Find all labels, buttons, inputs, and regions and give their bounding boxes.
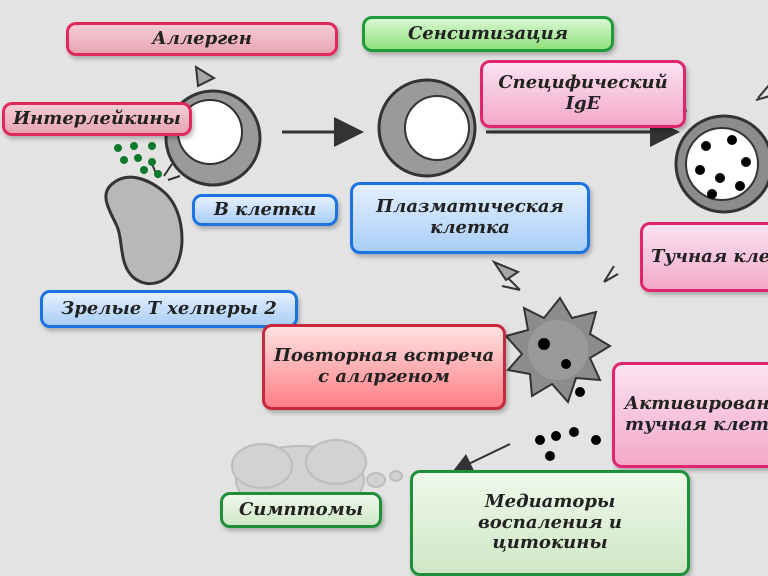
repeated-encounter-callout: Повторная встреча с аллргеном [262, 324, 506, 410]
plasma-cell [377, 78, 477, 178]
allergen-callout: Аллерген [66, 22, 338, 56]
mast-cell-callout: Тучная кле [640, 222, 768, 292]
mast-cell-label: Тучная кле [651, 245, 768, 267]
t-helper-cell [104, 175, 184, 285]
allergen-triangle [194, 65, 217, 88]
specific-ige-label: Специфический IgE [498, 72, 668, 114]
mediator-dots [535, 427, 601, 461]
mature-t-helpers-callout: Зрелые Т хелперы 2 [40, 290, 298, 328]
activated-mast-cell [491, 259, 619, 404]
interleukins-callout: Интерлейкины [2, 102, 192, 136]
b-cells-callout: В клетки [192, 194, 338, 226]
specific-ige-callout: Специфический IgE [480, 60, 686, 128]
sensitization-label: Сенситизация [407, 22, 569, 44]
symptoms-callout: Симптомы [220, 492, 382, 528]
allergen-label: Аллерген [152, 27, 252, 49]
repeated-encounter-label: Повторная встреча с аллргеном [273, 345, 495, 387]
b-cells-label: В клетки [213, 198, 317, 220]
activated-mast-cell-callout: Активирован тучная клет [612, 362, 768, 468]
plasma-cell-callout: Плазматическая клетка [350, 182, 590, 254]
interleukins-label: Интерлейкины [13, 107, 181, 129]
plasma-cell-label: Плазматическая клетка [376, 196, 564, 238]
interleukin-dots [114, 142, 162, 178]
mast-cell [671, 84, 768, 214]
mediators-label: Медиаторы воспаления и цитокины [477, 490, 623, 554]
mature-t-helpers-label: Зрелые Т хелперы 2 [61, 297, 277, 319]
activated-mast-cell-label: Активирован тучная клет [624, 393, 768, 435]
symptoms-label: Симптомы [238, 498, 364, 520]
arrow-mediators-to-symptoms [452, 443, 511, 473]
mediators-callout: Медиаторы воспаления и цитокины [410, 470, 690, 576]
sensitization-callout: Сенситизация [362, 16, 614, 52]
